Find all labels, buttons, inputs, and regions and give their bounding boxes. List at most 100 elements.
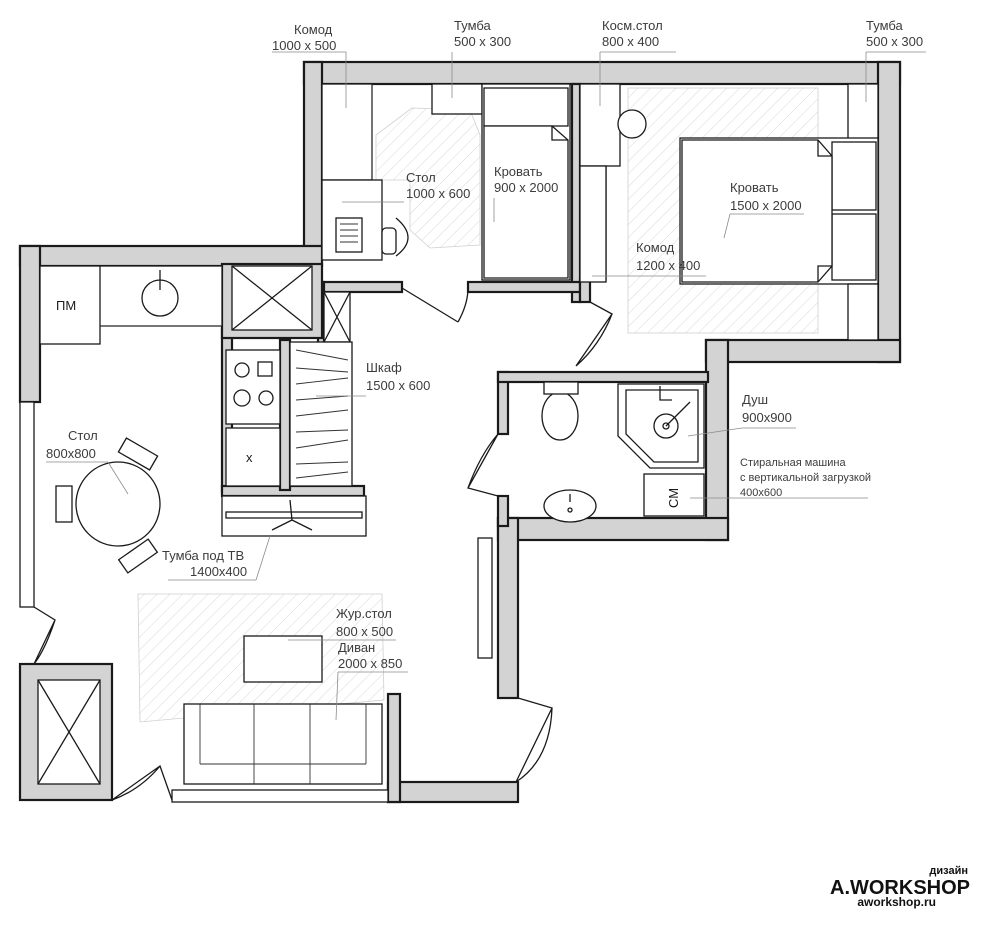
wall-living-bottom <box>386 780 520 804</box>
komod-bedroom <box>579 165 607 283</box>
bed-double-pillow-2 <box>831 213 877 281</box>
label-komod-top-size: 1000 x 500 <box>272 38 336 53</box>
leaders <box>46 51 926 721</box>
label-tumba-left-size: 500 x 300 <box>454 34 511 49</box>
tag-sm: СМ <box>666 488 681 508</box>
sink-bath <box>543 489 597 523</box>
label-zhur-stol-size: 800 x 500 <box>336 624 393 639</box>
chair-dining-top <box>117 437 159 471</box>
label-kosm-stol: Косм.стол <box>602 18 663 33</box>
tumba-study <box>431 83 483 115</box>
label-krovat-double: Кровать <box>730 180 779 195</box>
wall-bedroom-bottom-left <box>578 278 592 304</box>
label-komod-bedroom: Комод <box>636 240 675 255</box>
shafts <box>37 265 351 785</box>
brand-url: aworkshop.ru <box>857 895 936 909</box>
label-krovat-single: Кровать <box>494 164 543 179</box>
tumba-bedroom-top <box>847 83 879 141</box>
wall-partition-study-bedroom <box>570 82 582 304</box>
toilet <box>541 391 579 441</box>
label-stiralka-line2: с вертикальной загрузкой <box>740 472 871 484</box>
label-tumba-right-size: 500 x 300 <box>866 34 923 49</box>
chair-dining-bottom <box>117 538 159 574</box>
pm-dishwasher <box>39 265 101 345</box>
wall-bath-left-low <box>496 494 510 528</box>
wall-corridor-right <box>496 516 520 700</box>
oven-cabinet <box>225 427 281 487</box>
chair-study <box>381 227 397 255</box>
label-tumba-left: Тумба <box>454 18 492 33</box>
dining-table <box>75 461 161 547</box>
corridor-closet <box>477 537 493 659</box>
label-shkaf: Шкаф <box>366 360 402 375</box>
label-stiralka-size: 400x600 <box>740 487 782 499</box>
wall-study-bottom-right <box>466 280 582 294</box>
labels: Комод 1000 x 500 Тумба 500 x 300 Косм.ст… <box>46 18 923 671</box>
bathroom <box>541 381 705 523</box>
door-entrance <box>515 697 553 783</box>
tag-stove-x: x <box>246 450 253 465</box>
stool-bedroom <box>617 109 647 139</box>
wardrobe-body <box>289 341 353 487</box>
dining <box>55 437 161 574</box>
chair-dining-left <box>55 485 73 523</box>
bed-single-pillow <box>483 87 569 127</box>
label-dush-size: 900x900 <box>742 410 792 425</box>
brand: дизайн A.WORKSHOP aworkshop.ru <box>830 865 970 909</box>
wall-closet-left <box>278 338 292 492</box>
stove <box>225 349 281 425</box>
bed-double-pillow-1 <box>831 141 877 211</box>
door-bedroom <box>575 301 613 367</box>
label-divan-size: 2000 x 850 <box>338 656 402 671</box>
label-stiralka: Стиральная машина <box>740 457 846 469</box>
wall-bath-bottom <box>496 516 730 542</box>
label-krovat-single-size: 900 x 2000 <box>494 180 558 195</box>
bed-single-blanket <box>483 125 569 279</box>
label-komod-top: Комод <box>294 22 333 37</box>
label-shkaf-size: 1500 x 600 <box>366 378 430 393</box>
label-komod-bedroom-size: 1200 x 400 <box>636 258 700 273</box>
label-zhur-stol: Жур.стол <box>336 606 392 621</box>
label-tumba-tv: Тумба под ТВ <box>162 548 244 563</box>
window-left <box>19 401 35 608</box>
coffee-table <box>243 635 323 683</box>
brand-small: дизайн <box>929 865 968 877</box>
tv <box>225 511 363 519</box>
wall-bath-top <box>496 370 710 384</box>
wall-living-bottom-post <box>386 692 402 804</box>
walls <box>18 60 902 804</box>
sofa <box>183 703 383 785</box>
wardrobe <box>289 341 353 487</box>
wall-bath-right <box>704 338 730 542</box>
label-divan: Диван <box>338 640 375 655</box>
door-living-bottom <box>111 764 173 801</box>
label-stol-dining-size: 800x800 <box>46 446 96 461</box>
door-study <box>401 287 469 323</box>
brand-name: A.WORKSHOP <box>830 877 970 899</box>
bedroom-furniture <box>579 83 879 341</box>
label-tumba-right: Тумба <box>866 18 904 33</box>
komod-top-study <box>321 83 373 181</box>
door-bathroom <box>467 433 499 497</box>
washing-machine <box>643 473 705 517</box>
label-krovat-double-size: 1500 x 2000 <box>730 198 802 213</box>
wall-closet-bottom <box>220 484 366 498</box>
tag-pm: ПМ <box>56 298 76 313</box>
wall-bedroom-right <box>876 60 902 364</box>
living <box>183 635 383 785</box>
wall-living-left-upper <box>18 244 42 404</box>
wall-study-bottom-left <box>320 280 404 294</box>
laptop <box>335 217 363 253</box>
label-stol-desk: Стол <box>406 170 436 185</box>
door-balcony <box>33 606 56 665</box>
tumba-bedroom-bottom <box>847 283 879 341</box>
label-kosm-stol-size: 800 x 400 <box>602 34 659 49</box>
wall-study-left <box>302 60 324 250</box>
kitchen <box>39 265 281 487</box>
doors <box>33 287 613 801</box>
label-stol-dining: Стол <box>68 428 98 443</box>
label-stol-desk-size: 1000 x 600 <box>406 186 470 201</box>
label-tumba-tv-size: 1400x400 <box>190 564 247 579</box>
tv-stand <box>221 495 367 537</box>
